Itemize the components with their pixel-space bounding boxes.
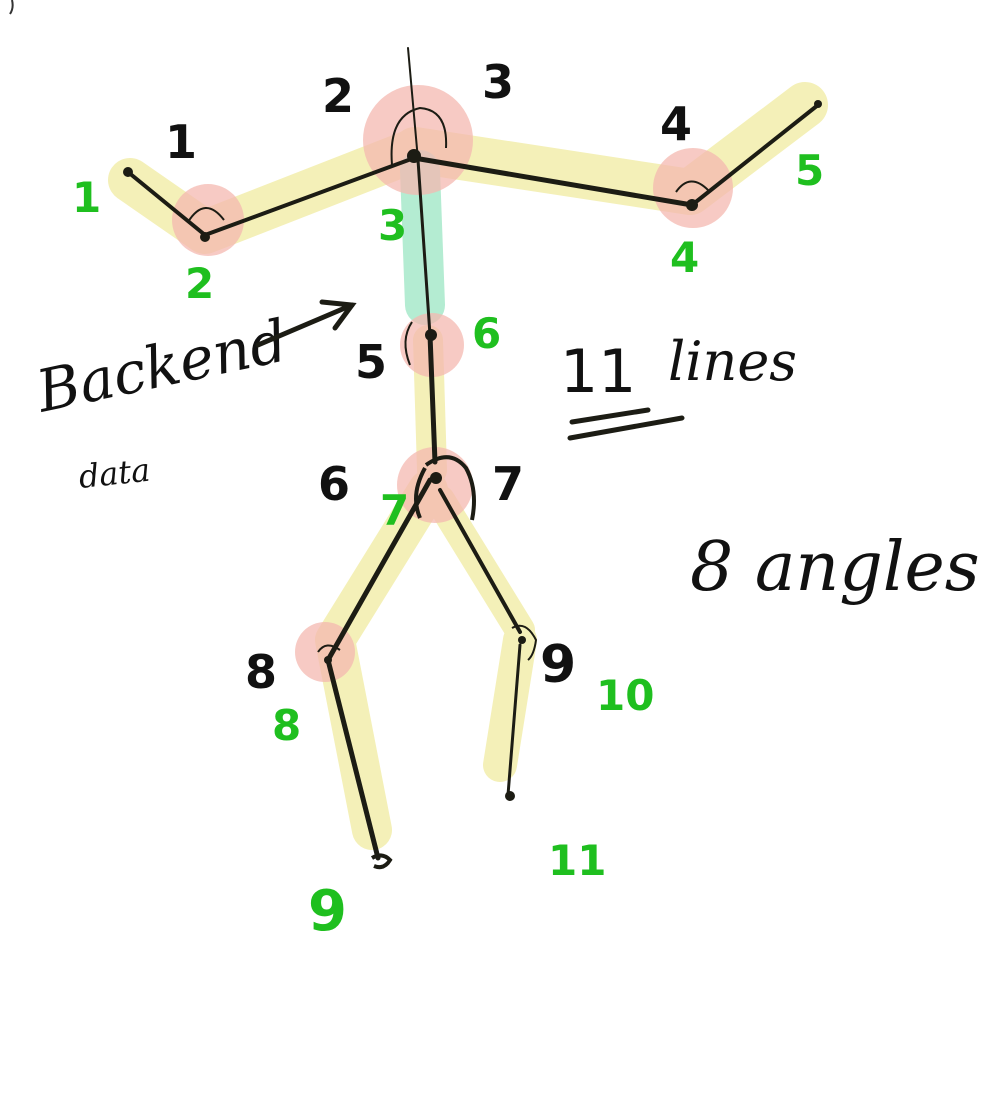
dot-hip bbox=[430, 472, 442, 484]
line-label-10: 10 bbox=[596, 671, 654, 720]
line-label-11: 11 bbox=[548, 836, 606, 885]
vertical-axis bbox=[407, 47, 419, 161]
angle-label-1: 1 bbox=[165, 115, 197, 169]
dot-neck bbox=[407, 149, 421, 163]
dot-elbow-left bbox=[200, 232, 210, 242]
line-left-forearm bbox=[126, 170, 207, 237]
dot-foot-right bbox=[505, 791, 515, 801]
line-label-8: 8 bbox=[272, 701, 301, 750]
line-left-thigh bbox=[325, 477, 433, 663]
band-right-leg-lower bbox=[483, 623, 537, 782]
line-label-1: 1 bbox=[72, 173, 101, 222]
arc-hip-right bbox=[424, 455, 476, 521]
backend-note: Backend bbox=[30, 306, 293, 425]
lines-word: lines bbox=[668, 330, 797, 393]
dot-hand-right bbox=[814, 100, 822, 108]
arc-knee-left bbox=[317, 644, 341, 653]
arc-elbow-left bbox=[187, 207, 225, 223]
dot-spine-mid bbox=[425, 329, 437, 341]
angle-arcs bbox=[187, 106, 709, 661]
angles-note: 8 angles bbox=[690, 528, 980, 607]
line-labels: 1 2 3 4 5 6 7 8 9 10 11 bbox=[72, 146, 824, 944]
line-right-thigh bbox=[438, 488, 522, 634]
dot-knee-right bbox=[518, 636, 526, 644]
arc-neck bbox=[390, 106, 448, 166]
skeleton-lines bbox=[126, 47, 820, 861]
line-label-4: 4 bbox=[670, 233, 699, 282]
angle-label-8: 8 bbox=[245, 645, 277, 699]
line-label-9: 9 bbox=[308, 879, 347, 944]
line-right-shin bbox=[506, 643, 522, 797]
line-label-3: 3 bbox=[378, 201, 407, 250]
angle-label-7: 7 bbox=[492, 457, 524, 511]
corner-scribble bbox=[9, 0, 14, 15]
line-label-6: 6 bbox=[472, 309, 501, 358]
dot-hand-left bbox=[123, 167, 133, 177]
foot-left-hook bbox=[370, 853, 393, 870]
line-label-5: 5 bbox=[795, 146, 824, 195]
band-right-arm bbox=[392, 82, 828, 215]
joint-dots bbox=[123, 100, 822, 801]
double-underline bbox=[567, 407, 685, 441]
angle-label-4: 4 bbox=[660, 97, 692, 151]
line-right-upperarm bbox=[411, 155, 695, 208]
angle-label-2: 2 bbox=[322, 69, 354, 123]
backend-note-sub: data bbox=[77, 451, 152, 496]
line-spine-lower bbox=[427, 332, 438, 465]
joint-hl-2 bbox=[172, 184, 244, 256]
line-label-7: 7 bbox=[380, 486, 409, 535]
line-label-2: 2 bbox=[185, 259, 214, 308]
line-right-forearm bbox=[690, 103, 820, 207]
angle-label-5: 5 bbox=[355, 335, 387, 389]
joint-hl-4 bbox=[653, 148, 733, 228]
angle-label-3: 3 bbox=[482, 55, 514, 109]
line-left-shin bbox=[325, 657, 381, 861]
line-left-upperarm bbox=[203, 156, 416, 237]
angle-label-9: 9 bbox=[540, 635, 576, 695]
dot-knee-left bbox=[324, 656, 332, 664]
lines-count: 11 bbox=[560, 337, 636, 407]
arc-hip-left bbox=[414, 467, 427, 519]
arc-spine bbox=[404, 321, 413, 366]
angle-labels: 1 2 3 4 5 6 7 8 9 bbox=[165, 55, 692, 699]
arc-elbow-right bbox=[675, 180, 709, 193]
line-spine-upper bbox=[416, 158, 432, 337]
arc-knee-right bbox=[511, 624, 538, 661]
arrow-icon bbox=[255, 299, 357, 348]
dot-elbow-right bbox=[686, 199, 698, 211]
angle-label-6: 6 bbox=[318, 457, 350, 511]
